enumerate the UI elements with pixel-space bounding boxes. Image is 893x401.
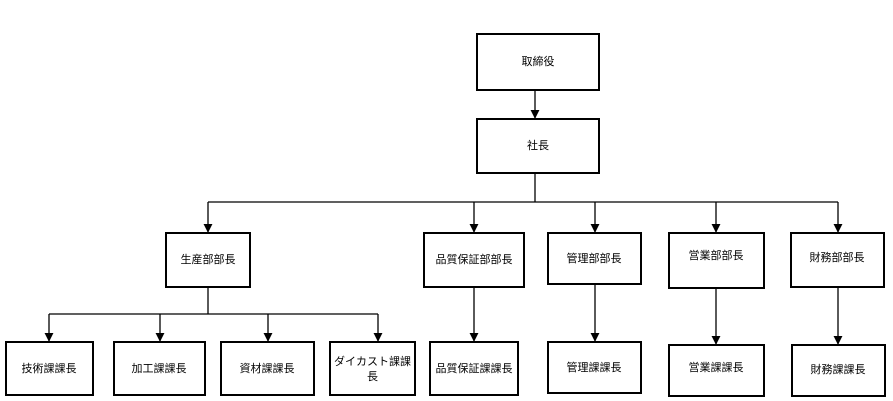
node-tech-section: 技術課課長 [5, 341, 94, 396]
node-production-head-label: 生産部部長 [181, 252, 236, 266]
node-diecast-section: ダイカスト課課長 [329, 341, 416, 396]
node-machining-section: 加工課課長 [113, 341, 206, 396]
node-finance-head: 財務部部長 [790, 232, 885, 288]
node-director-label: 取締役 [522, 54, 555, 68]
node-sales-head: 営業部部長 [668, 232, 765, 289]
node-finance-head-label: 財務部部長 [810, 250, 865, 264]
node-director: 取締役 [476, 33, 600, 91]
node-machining-section-label: 加工課課長 [132, 361, 187, 375]
node-management-section-label: 管理課課長 [567, 360, 622, 374]
node-sales-section-label: 営業課課長 [689, 360, 744, 374]
node-diecast-section-label: ダイカスト課課長 [334, 354, 411, 383]
node-materials-section: 資材課課長 [220, 341, 315, 396]
node-materials-section-label: 資材課課長 [240, 361, 295, 375]
node-finance-section: 財務課課長 [791, 344, 886, 397]
node-quality-section: 品質保証課課長 [429, 341, 519, 396]
node-management-head-label: 管理部部長 [567, 251, 622, 265]
node-quality-head: 品質保証部部長 [423, 232, 525, 288]
node-finance-section-label: 財務課課長 [811, 362, 866, 376]
node-tech-section-label: 技術課課長 [22, 361, 77, 375]
connectors [44, 90, 843, 345]
node-sales-section: 営業課課長 [668, 344, 765, 397]
node-quality-section-label: 品質保証課課長 [436, 361, 513, 375]
node-management-head: 管理部部長 [547, 232, 642, 285]
node-sales-head-label: 営業部部長 [689, 248, 744, 262]
node-president: 社長 [476, 118, 600, 174]
node-president-label: 社長 [527, 138, 549, 152]
node-management-section: 管理課課長 [547, 341, 642, 394]
node-production-head: 生産部部長 [165, 232, 251, 288]
node-quality-head-label: 品質保証部部長 [436, 252, 513, 266]
